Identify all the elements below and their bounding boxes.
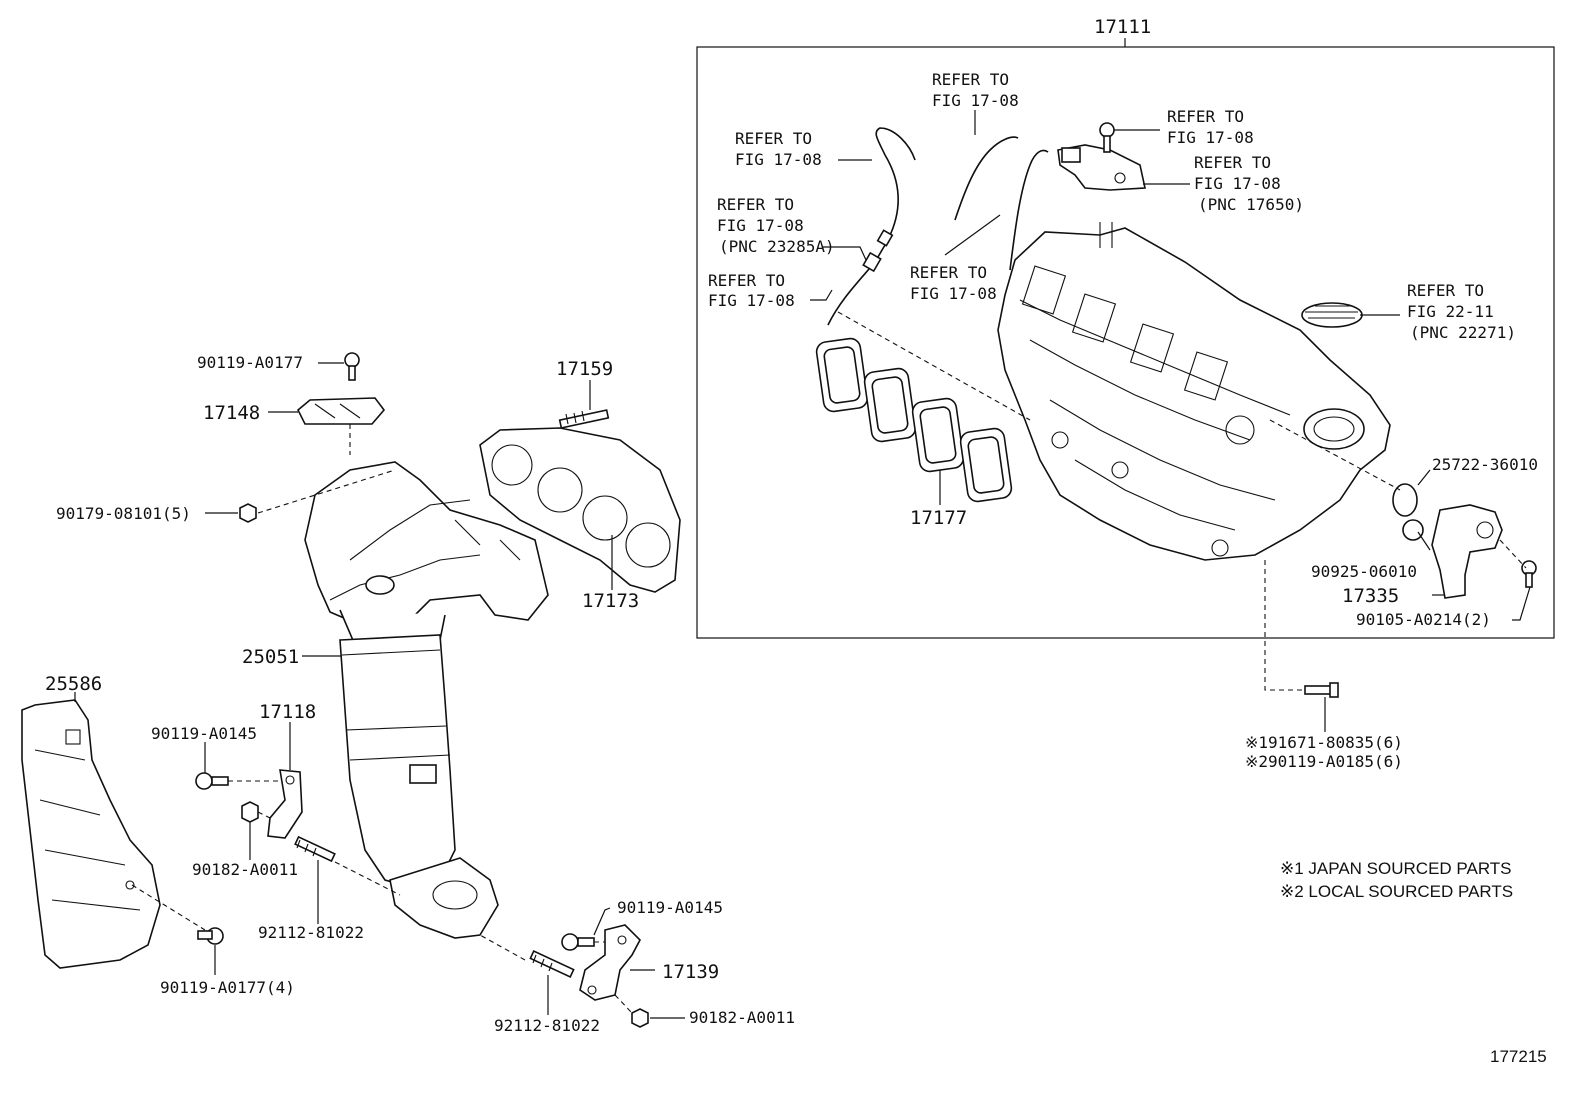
label-90119-a0145-b[interactable]: 90119-A0145 — [617, 898, 723, 917]
stud-92112-81022-b[interactable] — [529, 950, 575, 978]
bracket-17139[interactable] — [579, 924, 641, 1001]
bolt-90119-a0145-b[interactable] — [561, 933, 595, 951]
label-90119-a0145-a[interactable]: 90119-A0145 — [151, 724, 257, 743]
note-japan-sourced: ※1 JAPAN SOURCED PARTS — [1280, 859, 1512, 878]
o-ring[interactable] — [1392, 483, 1418, 517]
label-refer-a: REFER TO — [932, 70, 1009, 89]
nut-90182-a0011-b[interactable] — [631, 1008, 649, 1028]
label-17111[interactable]: 17111 — [1094, 16, 1151, 38]
label-refer-e: REFER TO — [717, 195, 794, 214]
label-refer-c: REFER TO — [1167, 107, 1244, 126]
bolt-90105[interactable] — [1521, 560, 1537, 588]
label-refer-f-fig[interactable]: FIG 17-08 — [708, 291, 795, 310]
label-refer-h-pnc: (PNC 22271) — [1410, 323, 1516, 342]
label-90105-a0214[interactable]: 90105-A0214(2) — [1356, 610, 1491, 629]
label-90182-a0011-b[interactable]: 90182-A0011 — [689, 1008, 795, 1027]
label-17159[interactable]: 17159 — [556, 358, 613, 380]
catalytic-converter[interactable] — [339, 634, 499, 939]
label-refer-c-fig[interactable]: FIG 17-08 — [1167, 128, 1254, 147]
label-refer-b-fig[interactable]: FIG 17-08 — [735, 150, 822, 169]
nut-90182-a0011-a[interactable] — [241, 801, 259, 823]
exhaust-manifold[interactable] — [304, 461, 549, 646]
label-90119-a0177-4[interactable]: 90119-A0177(4) — [160, 978, 295, 997]
intake-manifold[interactable] — [997, 222, 1391, 561]
throttle-gasket[interactable] — [1301, 302, 1363, 328]
bolt-manifold[interactable] — [1304, 682, 1339, 698]
hose-a[interactable] — [827, 127, 916, 326]
label-refer-d: REFER TO — [1194, 153, 1271, 172]
bracket-17118[interactable] — [267, 769, 303, 839]
label-refer-g: REFER TO — [910, 263, 987, 282]
label-17118[interactable]: 17118 — [259, 701, 316, 723]
label-90179-08101[interactable]: 90179-08101(5) — [56, 504, 191, 523]
label-92112-81022-b[interactable]: 92112-81022 — [494, 1016, 600, 1035]
label-25051[interactable]: 25051 — [242, 646, 299, 668]
intake-gaskets[interactable] — [815, 337, 1013, 503]
label-refer-e-fig[interactable]: FIG 17-08 — [717, 216, 804, 235]
bolt-vsv[interactable] — [1099, 122, 1115, 153]
label-refer-d-fig[interactable]: FIG 17-08 — [1194, 174, 1281, 193]
label-25586[interactable]: 25586 — [45, 673, 102, 695]
nut-90179-08101[interactable] — [239, 503, 257, 523]
exhaust-gasket[interactable] — [479, 427, 681, 593]
label-17177[interactable]: 17177 — [910, 507, 967, 529]
label-refer-a-fig[interactable]: FIG 17-08 — [932, 91, 1019, 110]
seal-90925[interactable] — [1402, 519, 1424, 541]
sensor-17335[interactable] — [1431, 504, 1503, 599]
label-17173[interactable]: 17173 — [582, 590, 639, 612]
stud-92112-81022-a[interactable] — [294, 835, 336, 863]
label-17335[interactable]: 17335 — [1342, 585, 1399, 607]
bolt-90119-a0145-a[interactable] — [195, 772, 229, 790]
heat-insulator-25586[interactable] — [21, 699, 161, 969]
label-90182-a0011-a[interactable]: 90182-A0011 — [192, 860, 298, 879]
vsv-bracket[interactable] — [1057, 144, 1146, 191]
bolt-90119-a0177-4[interactable] — [197, 927, 224, 945]
label-90925-06010[interactable]: 90925-06010 — [1311, 562, 1417, 581]
label-refer-e-pnc: (PNC 23285A) — [719, 237, 835, 256]
figure-number: 177215 — [1490, 1047, 1547, 1066]
label-25722-36010[interactable]: 25722-36010 — [1432, 455, 1538, 474]
label-refer-d-pnc: (PNC 17650) — [1198, 195, 1304, 214]
label-17148[interactable]: 17148 — [203, 402, 260, 424]
heat-insulator-17148[interactable] — [297, 397, 386, 425]
note-local-sourced: ※2 LOCAL SOURCED PARTS — [1280, 882, 1513, 901]
label-refer-h: REFER TO — [1407, 281, 1484, 300]
stud-17159[interactable] — [558, 409, 610, 429]
hose-b[interactable] — [954, 136, 1019, 221]
label-refer-h-fig[interactable]: FIG 22-11 — [1407, 302, 1494, 321]
label-90119-a0177[interactable]: 90119-A0177 — [197, 353, 303, 372]
label-92112-81022-a[interactable]: 92112-81022 — [258, 923, 364, 942]
label-290119-a0185[interactable]: ※290119-A0185(6) — [1245, 752, 1403, 771]
bolt-90119-a0177[interactable] — [344, 352, 360, 381]
label-refer-f: REFER TO — [708, 271, 785, 290]
label-refer-b: REFER TO — [735, 129, 812, 148]
label-refer-g-fig[interactable]: FIG 17-08 — [910, 284, 997, 303]
label-191671-80835[interactable]: ※191671-80835(6) — [1245, 733, 1403, 752]
label-17139[interactable]: 17139 — [662, 961, 719, 983]
